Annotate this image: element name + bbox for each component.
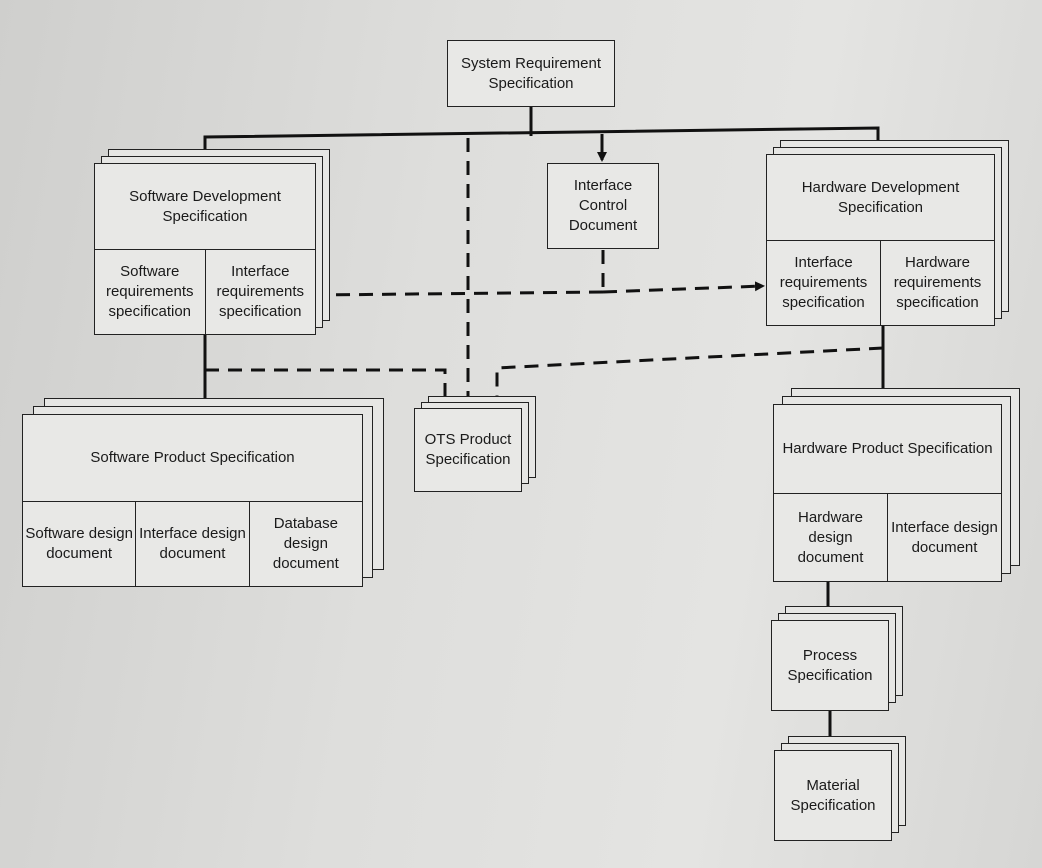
document-box: Hardware Development Specification Inter… <box>766 154 995 326</box>
hardware-requirements-specification: Hardware requirements specification <box>880 241 994 325</box>
hps-interface-design-document: Interface design document <box>887 494 1001 581</box>
document-box: Software Product Specification Software … <box>22 414 363 587</box>
process-specification-label: Process Specification <box>787 646 873 684</box>
ots-label: OTS Product Specification <box>424 431 512 468</box>
software-requirements-specification: Software requirements specification <box>105 263 194 320</box>
database-design-document: Database design document <box>248 502 362 586</box>
material-specification-label: Material Specification <box>790 776 876 814</box>
icd-label: Interface Control Document <box>568 177 638 234</box>
hardware-design-document: Hardware design document <box>797 508 864 566</box>
document-box: Hardware Product Specification Hardware … <box>773 404 1002 582</box>
hds-title: Hardware Development Specification <box>801 178 960 216</box>
system-requirement-specification-box: System Requirement Specification <box>447 40 615 107</box>
document-box: Process Specification <box>771 620 889 711</box>
sub-document-row: Interface requirements specification Har… <box>767 240 994 325</box>
sub-document-row: Software design document Interface desig… <box>23 501 362 586</box>
sub-document-row: Software requirements specification Inte… <box>95 249 315 334</box>
sps-interface-design-document: Interface design document <box>135 502 248 586</box>
software-design-document: Software design document <box>25 525 133 562</box>
sw-to-ots-dashed <box>205 368 450 410</box>
document-box: Software Development Specification Softw… <box>94 163 316 335</box>
sps-title: Software Product Specification <box>90 449 295 466</box>
srs-label: System Requirement Specification <box>460 54 602 92</box>
document-box: OTS Product Specification <box>414 408 522 492</box>
interface-link-left <box>316 289 604 300</box>
hps-title: Hardware Product Specification <box>782 440 993 457</box>
sds-title: Software Development Specification <box>129 187 281 225</box>
hds-interface-requirements-specification: Interface requirements specification <box>779 254 868 311</box>
document-box: Material Specification <box>774 750 892 841</box>
interface-control-document-box: Interface Control Document <box>547 163 659 249</box>
interface-link-right <box>602 281 765 294</box>
sub-document-row: Hardware design document Interface desig… <box>774 493 1001 581</box>
hw-to-ots-dashed <box>492 346 884 410</box>
sds-interface-requirements-specification: Interface requirements specification <box>204 250 316 334</box>
